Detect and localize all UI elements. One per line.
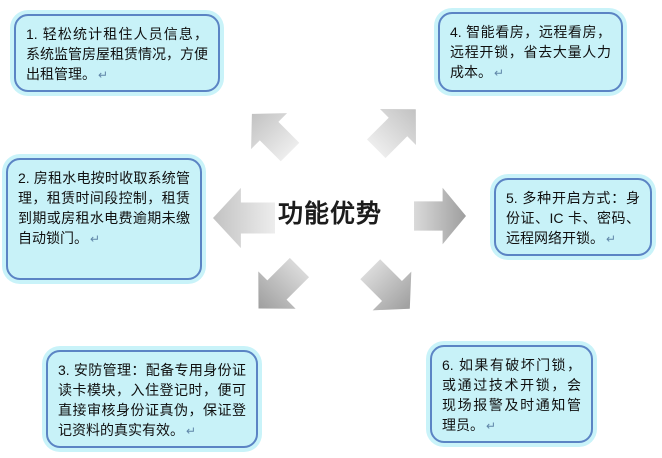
callout-text-5: 5. 多种开启方式：身份证、IC 卡、密码、远程网络开锁。 [506,190,640,246]
diagram-title: 功能优势 [278,200,383,228]
callout-box-2: 2. 房租水电按时收取系统管理，租赁时间段控制，租赁到期或房租水电费逾期未缴自动… [6,158,202,280]
callout-text-4: 4. 智能看房，远程看房，远程开锁，省去大量人力成本。 [450,24,611,80]
callout-box-6: 6. 如果有破坏门锁，或通过技术开锁，会现场报警及时通知管理员。↵ [430,345,593,443]
callout-box-4: 4. 智能看房，远程看房，远程开锁，省去大量人力成本。↵ [438,12,623,92]
paragraph-return-mark: ↵ [98,68,109,82]
paragraph-return-mark: ↵ [606,232,617,246]
callout-text-6: 6. 如果有破坏门锁，或通过技术开锁，会现场报警及时通知管理员。 [442,357,581,433]
arrow-down-left-icon [239,248,320,329]
callout-box-1: 1. 轻松统计租住人员信息，系统监管房屋租赁情况，方便出租管理。↵ [14,14,220,92]
callout-text-1: 1. 轻松统计租住人员信息，系统监管房屋租赁情况，方便出租管理。 [26,26,208,82]
paragraph-return-mark: ↵ [486,419,497,433]
paragraph-return-mark: ↵ [90,232,101,246]
paragraph-return-mark: ↵ [186,424,197,438]
arrow-down-right-icon [350,249,431,330]
arrow-up-left-icon [233,95,309,171]
arrow-up-right-icon [357,90,435,168]
arrow-left-icon [213,186,275,250]
callout-box-5: 5. 多种开启方式：身份证、IC 卡、密码、远程网络开锁。↵ [494,178,652,256]
paragraph-return-mark: ↵ [494,66,505,80]
callout-text-3: 3. 安防管理：配备专用身份证读卡模块，入住登记时，便可直接审核身份证真伪，保证… [58,362,246,438]
arrow-right-icon [414,186,466,246]
callout-box-3: 3. 安防管理：配备专用身份证读卡模块，入住登记时，便可直接审核身份证真伪，保证… [46,350,258,448]
callout-text-2: 2. 房租水电按时收取系统管理，租赁时间段控制，租赁到期或房租水电费逾期未缴自动… [18,170,190,246]
